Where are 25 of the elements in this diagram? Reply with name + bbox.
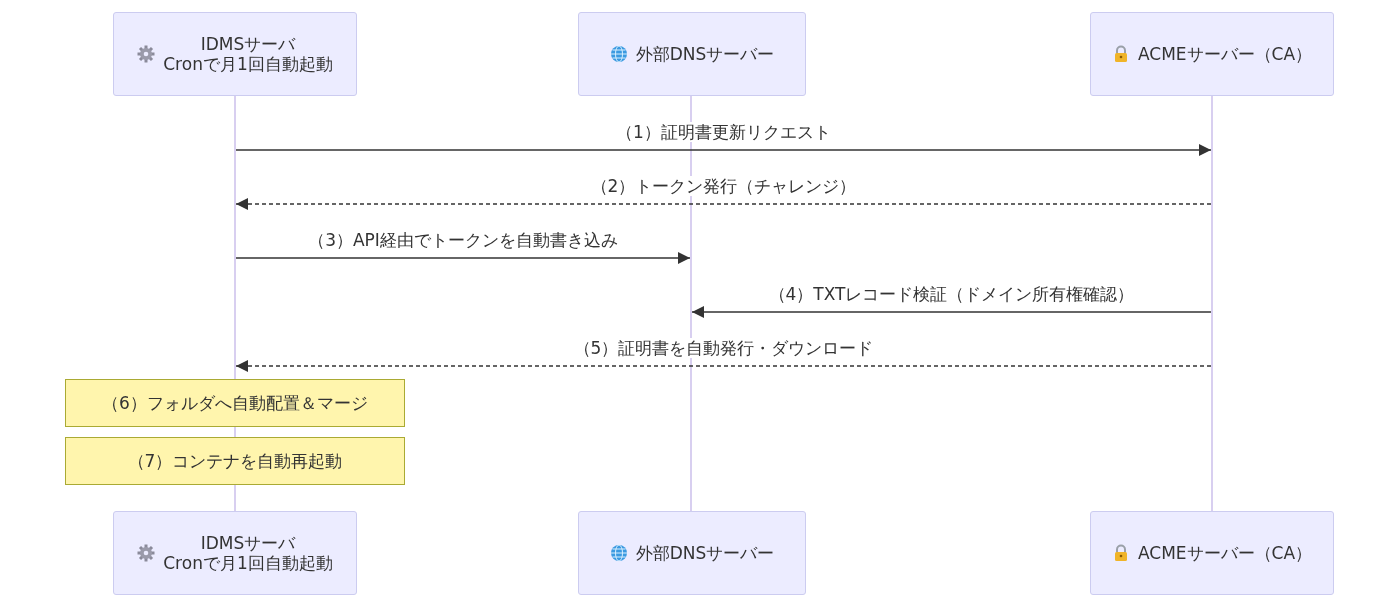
participant-box (1090, 511, 1334, 595)
note-text: （6）フォルダへ自動配置＆マージ (102, 393, 368, 413)
participant-subtitle: Cronで月1回自動起動 (163, 553, 333, 573)
participant-name: IDMSサーバ (199, 34, 297, 54)
lifeline (1211, 96, 1213, 511)
participant-name: IDMSサーバ (199, 533, 297, 553)
message-arrow (235, 144, 1212, 156)
participant-name: ACMEサーバー（CA） (1137, 543, 1313, 563)
participant-box (1090, 12, 1334, 96)
message-arrow (235, 198, 1212, 210)
message-arrow (691, 306, 1212, 318)
message-arrow (235, 360, 1212, 372)
participant-box (113, 12, 357, 96)
participant-box (113, 511, 357, 595)
participant-name: 外部DNSサーバー (635, 44, 775, 64)
message-arrow (235, 252, 691, 264)
lifeline (690, 96, 692, 511)
note-box (65, 437, 405, 485)
participant-box (578, 511, 806, 595)
participant-name: ACMEサーバー（CA） (1137, 44, 1313, 64)
participant-box (578, 12, 806, 96)
participant-name: 外部DNSサーバー (635, 543, 775, 563)
note-text: （7）コンテナを自動再起動 (127, 451, 343, 471)
participant-subtitle: Cronで月1回自動起動 (163, 54, 333, 74)
note-box (65, 379, 405, 427)
